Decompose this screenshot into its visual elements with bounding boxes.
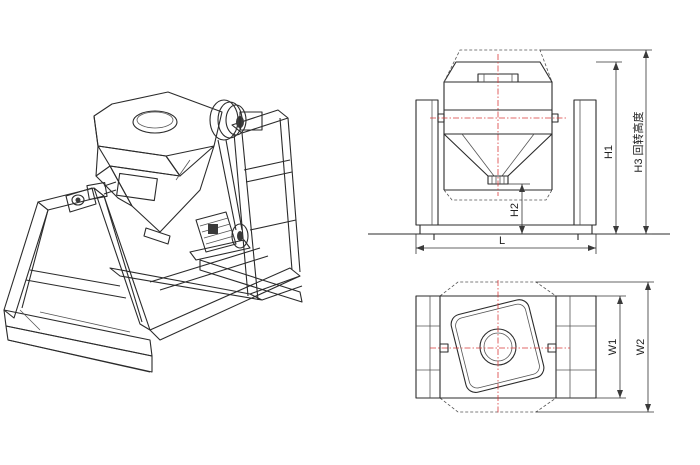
- plan-view: W1 W2: [415, 280, 654, 414]
- dim-h2-label: H2: [509, 203, 521, 217]
- base-rails: [109, 247, 303, 341]
- dim-l-label: L: [499, 235, 505, 247]
- dim-h3-label: H3 回转高度: [631, 111, 645, 172]
- left-bearing: [65, 181, 117, 213]
- motor: [189, 211, 251, 261]
- vessel: [93, 91, 223, 245]
- dim-w1-label: W1: [607, 339, 619, 356]
- isometric-view: [3, 91, 303, 373]
- right-frame: [231, 109, 301, 301]
- drive-pulley: [209, 99, 263, 231]
- dim-h1-label: H1: [603, 145, 615, 159]
- left-frame: [3, 187, 153, 373]
- dim-w2-label: W2: [635, 339, 647, 356]
- front-elevation: H1 H3 回转高度 H2 L: [368, 49, 670, 254]
